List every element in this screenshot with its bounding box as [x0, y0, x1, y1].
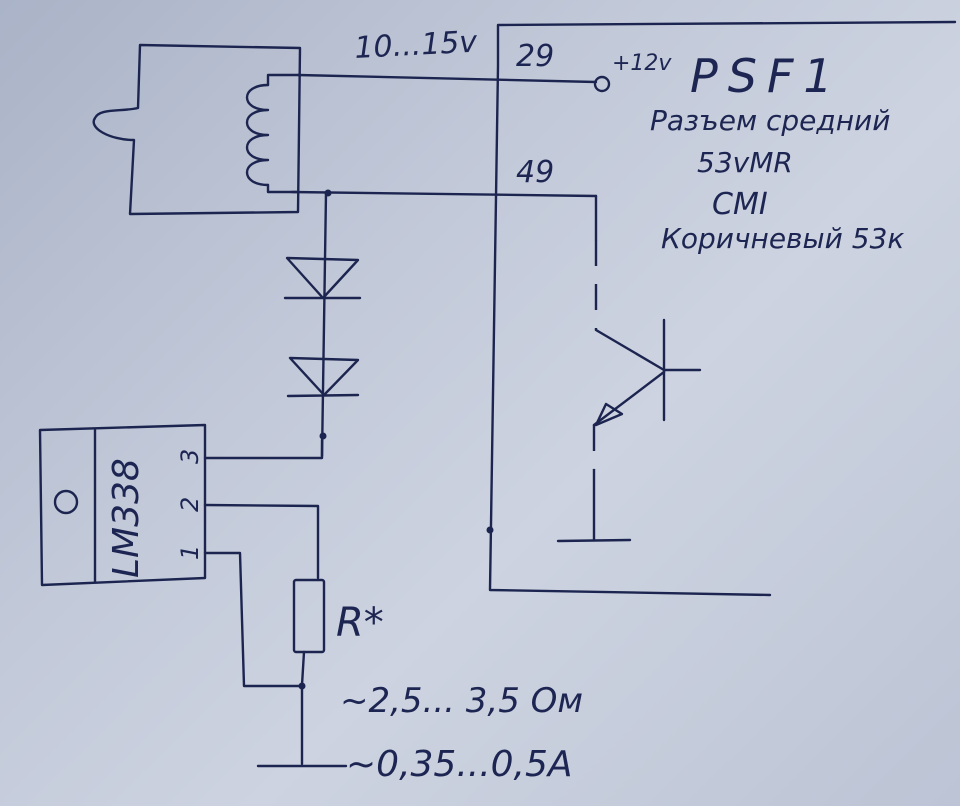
- terminal-plus12v: [593, 75, 611, 93]
- diode-chain-wire: [320, 191, 328, 458]
- coil-wire-bottom: [266, 183, 300, 194]
- label-connector-note: Разъем средний: [650, 104, 890, 137]
- supply-wire: [296, 73, 598, 84]
- label-voltage-range: 10...15v: [354, 25, 480, 66]
- junction-dot-box: [486, 526, 494, 534]
- diode-2: [286, 356, 360, 398]
- junction-dot-diode: [319, 432, 327, 440]
- emitter-arrow: [594, 402, 624, 427]
- psf-box-outline: [488, 20, 957, 597]
- label-pin49: 49: [516, 155, 554, 190]
- wire-pin3: [203, 438, 324, 460]
- label-current: ~0,35...0,5A: [346, 744, 573, 785]
- label-resistance: ~2,5... 3,5 Ом: [340, 681, 583, 721]
- diode-1: [283, 256, 362, 300]
- transistor-emitter: [592, 370, 666, 427]
- label-plus12v: +12v: [612, 51, 672, 76]
- wire-pin49: [290, 190, 598, 198]
- lm338-body: [38, 423, 207, 587]
- label-resistor: R*: [336, 600, 384, 646]
- label-chip: LM338: [106, 458, 147, 578]
- label-brown-note: Коричневый 53к: [661, 222, 904, 255]
- resistor-lead-bottom: [300, 650, 306, 687]
- wire-pin2: [203, 503, 320, 580]
- junction-dot-r: [298, 682, 306, 690]
- transistor-collector: [594, 328, 666, 372]
- label-pin-3: 3: [176, 449, 204, 464]
- wire-pin1: [203, 551, 304, 688]
- label-psf: PSF1: [690, 49, 843, 103]
- label-53vmr: 53vMR: [697, 146, 793, 179]
- coil-wire-top: [266, 73, 302, 87]
- label-pin-1: 1: [176, 545, 204, 560]
- coil-housing: [92, 43, 302, 216]
- coil-winding: [246, 83, 270, 187]
- ground-bar-transistor: [556, 538, 632, 543]
- label-cmi: CMI: [712, 187, 768, 222]
- label-pin-2: 2: [176, 497, 204, 512]
- label-pin29: 29: [516, 39, 554, 74]
- resistor-body: [292, 578, 326, 654]
- mounting-hole: [53, 489, 79, 515]
